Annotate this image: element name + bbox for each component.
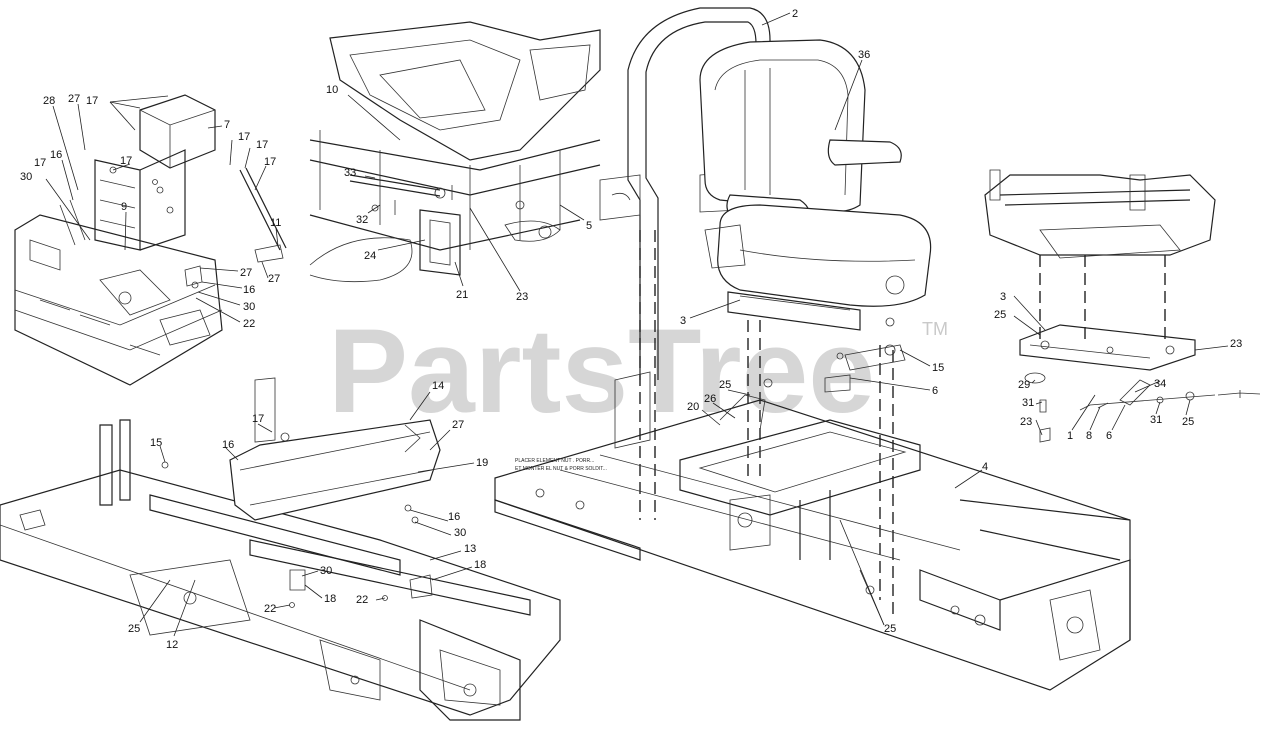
callout-30: 30 (20, 171, 32, 183)
callout-16: 16 (222, 439, 234, 451)
callout-16: 16 (448, 511, 460, 523)
pedal-assembly-leaders (45, 95, 279, 323)
callout-18: 18 (474, 559, 486, 571)
callout-10: 10 (326, 84, 338, 96)
callout-27: 27 (268, 273, 280, 285)
callout-16: 16 (50, 149, 62, 161)
callout-15: 15 (932, 362, 944, 374)
callout-24: 24 (364, 250, 376, 262)
callout-17: 17 (34, 157, 46, 169)
callout-23: 23 (1230, 338, 1242, 350)
callout-23: 23 (516, 291, 528, 303)
callout-7: 7 (224, 119, 230, 131)
main-frame-callouts: 2 36 3 15 6 25 20 26 4 25 (680, 8, 988, 635)
callout-29: 29 (1018, 379, 1030, 391)
operator-seat-drawing (699, 39, 932, 331)
callout-6: 6 (932, 385, 938, 397)
main-frame-drawing (494, 371, 1131, 691)
callout-17: 17 (120, 155, 132, 167)
callout-32: 32 (356, 214, 368, 226)
callout-25: 25 (128, 623, 140, 635)
seat-mount-detail-leaders (347, 94, 585, 292)
callout-27: 27 (452, 419, 464, 431)
callout-16: 16 (243, 284, 255, 296)
callout-3: 3 (680, 315, 686, 327)
seat-hardware-drawing (719, 317, 906, 431)
callout-23: 23 (1020, 416, 1032, 428)
callout-3: 3 (1000, 291, 1006, 303)
suspension-detail-leaders (1013, 295, 1229, 436)
callout-20: 20 (687, 401, 699, 413)
callout-34: 34 (1154, 378, 1166, 390)
callout-9: 9 (121, 201, 127, 213)
callout-25: 25 (884, 623, 896, 635)
lower-frame-callouts: 14 27 17 15 16 19 16 30 13 18 30 18 22 2… (128, 380, 488, 651)
callout-30: 30 (243, 301, 255, 313)
callout-26: 26 (704, 393, 716, 405)
callout-25: 25 (994, 309, 1006, 321)
frame-note-line-2: ET MONTER EL NUT & PORR SOLDIT... (515, 466, 607, 472)
suspension-detail-drawing (984, 169, 1261, 443)
suspension-detail-callouts: 3 25 23 29 34 31 23 1 8 6 31 25 (994, 291, 1242, 442)
callout-27: 27 (240, 267, 252, 279)
callout-17: 17 (238, 131, 250, 143)
callout-25: 25 (1182, 416, 1194, 428)
callout-17: 17 (264, 156, 276, 168)
callout-17: 17 (86, 95, 98, 107)
callout-6: 6 (1106, 430, 1112, 442)
seat-mount-detail-drawing (309, 21, 601, 283)
callout-33: 33 (344, 167, 356, 179)
callout-17: 17 (256, 139, 268, 151)
callout-14: 14 (432, 380, 444, 392)
callout-17: 17 (252, 413, 264, 425)
seat-mount-detail-callouts: 10 33 32 24 21 23 5 (326, 84, 592, 303)
watermark-trademark: TM (922, 319, 948, 339)
pedal-assembly-drawing (14, 94, 287, 386)
callout-22: 22 (264, 603, 276, 615)
callout-25: 25 (719, 379, 731, 391)
callout-12: 12 (166, 639, 178, 651)
callout-31: 31 (1022, 397, 1034, 409)
callout-2: 2 (792, 8, 798, 20)
callout-22: 22 (356, 594, 368, 606)
partstree-watermark: PartsTree TM (328, 304, 948, 438)
main-frame-leaders (689, 12, 983, 626)
callout-28: 28 (43, 95, 55, 107)
callout-30: 30 (320, 565, 332, 577)
frame-note-line-1: PLACER ELEMENT NUT . PORR... (515, 458, 594, 464)
callout-13: 13 (464, 543, 476, 555)
pedal-assembly-callouts: 28 27 17 7 16 17 17 30 17 17 17 9 11 27 … (20, 93, 281, 330)
lower-frame-leaders (139, 391, 475, 637)
callout-31: 31 (1150, 414, 1162, 426)
callout-15: 15 (150, 437, 162, 449)
callout-22: 22 (243, 318, 255, 330)
callout-4: 4 (982, 461, 988, 473)
callout-1: 1 (1067, 430, 1073, 442)
callout-5: 5 (586, 220, 592, 232)
callout-19: 19 (476, 457, 488, 469)
callout-36: 36 (858, 49, 870, 61)
callout-18: 18 (324, 593, 336, 605)
watermark-brand: PartsTree (328, 304, 875, 438)
callout-11: 11 (270, 217, 281, 229)
lower-frame-drawing (0, 377, 561, 721)
callout-21: 21 (456, 289, 468, 301)
callout-27: 27 (68, 93, 80, 105)
frame-note: PLACER ELEMENT NUT . PORR... ET MONTER E… (515, 458, 607, 472)
callout-30: 30 (454, 527, 466, 539)
callout-8: 8 (1086, 430, 1092, 442)
